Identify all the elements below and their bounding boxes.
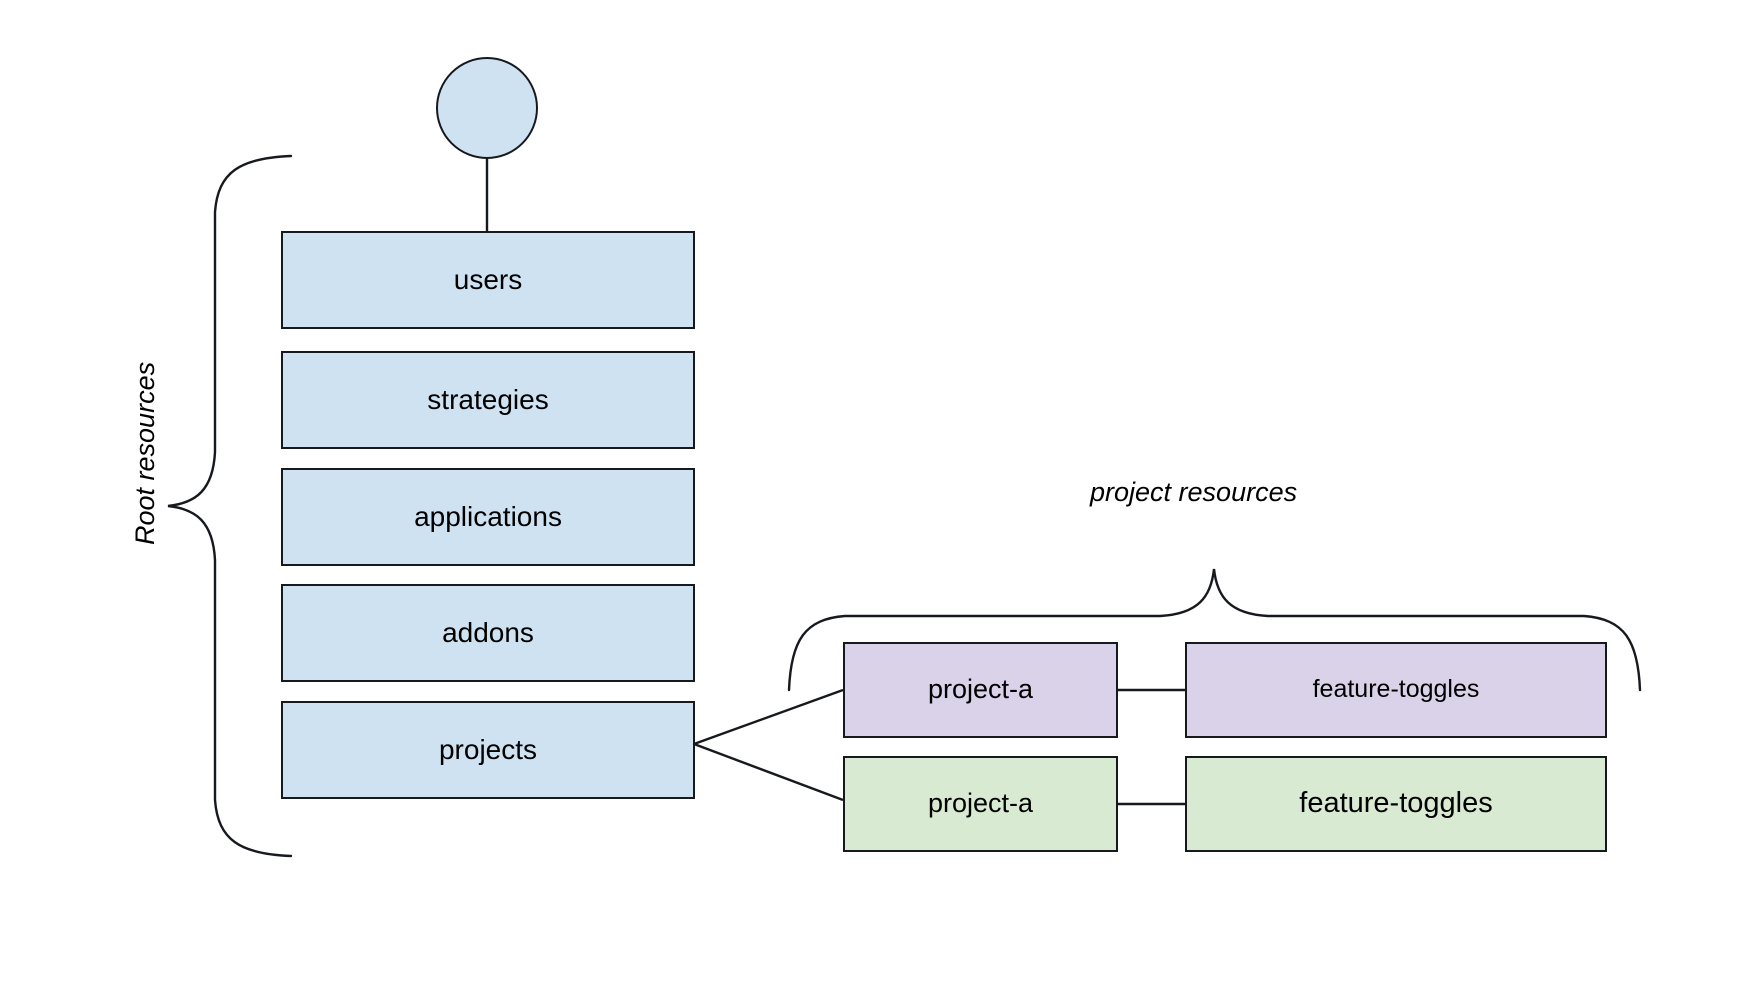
edge-projects-to-project-a-purple [693, 688, 844, 746]
node-feature-toggles-green-label: feature-toggles [1299, 787, 1493, 820]
node-applications[interactable]: applications [281, 468, 695, 566]
node-users[interactable]: users [281, 231, 695, 329]
node-project-a-green[interactable]: project-a [843, 756, 1118, 852]
node-projects[interactable]: projects [281, 701, 695, 799]
project-resources-label: project resources [1090, 477, 1298, 507]
node-project-a-purple-label: project-a [927, 674, 1034, 705]
node-addons-label: addons [442, 616, 534, 648]
node-feature-toggles-green[interactable]: feature-toggles [1185, 756, 1607, 852]
root-marker-circle[interactable] [436, 57, 538, 159]
node-projects-label: projects [438, 733, 538, 765]
root-resources-label: Root resources [130, 361, 160, 545]
root-resources-brace [167, 154, 293, 858]
node-project-a-purple[interactable]: project-a [843, 642, 1118, 738]
node-applications-label: applications [414, 500, 562, 532]
node-addons[interactable]: addons [281, 584, 695, 682]
node-project-a-green-label: project-a [927, 788, 1034, 819]
node-users-label: users [453, 263, 523, 295]
node-strategies-label: strategies [427, 383, 549, 415]
node-feature-toggles-purple[interactable]: feature-toggles [1185, 642, 1607, 738]
edge-projects-to-project-a-green [693, 742, 844, 802]
node-strategies[interactable]: strategies [281, 351, 695, 449]
node-feature-toggles-purple-label: feature-toggles [1312, 675, 1480, 704]
